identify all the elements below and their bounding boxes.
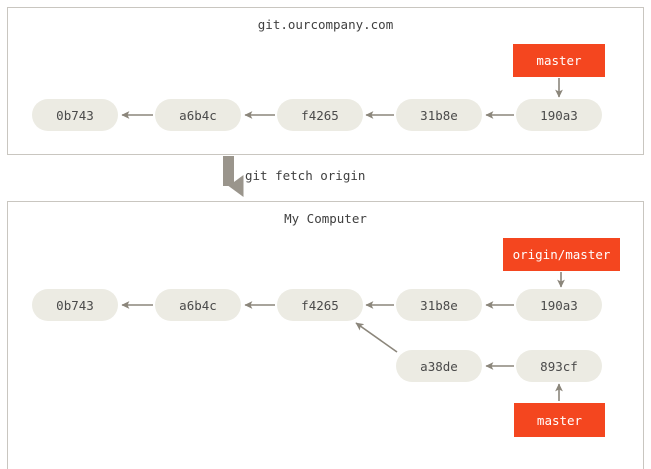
fetch-command-caption: git fetch origin — [245, 168, 366, 183]
ref-label-origin-master-local: origin/master — [503, 238, 620, 271]
ref-label-master-remote: master — [513, 44, 605, 77]
panel-remote-title: git.ourcompany.com — [257, 17, 394, 32]
commit-node-31b8e-remote: 31b8e — [396, 99, 482, 131]
commit-node-190a3-local: 190a3 — [516, 289, 602, 321]
commit-node-31b8e-local: 31b8e — [396, 289, 482, 321]
commit-node-a6b4c-local: a6b4c — [155, 289, 241, 321]
commit-node-f4265-remote: f4265 — [277, 99, 363, 131]
commit-node-0b743-remote: 0b743 — [32, 99, 118, 131]
commit-node-a6b4c-remote: a6b4c — [155, 99, 241, 131]
commit-node-893cf-local: 893cf — [516, 350, 602, 382]
panel-local-title: My Computer — [284, 211, 367, 226]
commit-node-a38de-local: a38de — [396, 350, 482, 382]
panel-remote-repository: git.ourcompany.com — [7, 7, 644, 155]
commit-node-190a3-remote: 190a3 — [516, 99, 602, 131]
commit-node-0b743-local: 0b743 — [32, 289, 118, 321]
ref-label-master-local: master — [514, 403, 605, 437]
commit-node-f4265-local: f4265 — [277, 289, 363, 321]
